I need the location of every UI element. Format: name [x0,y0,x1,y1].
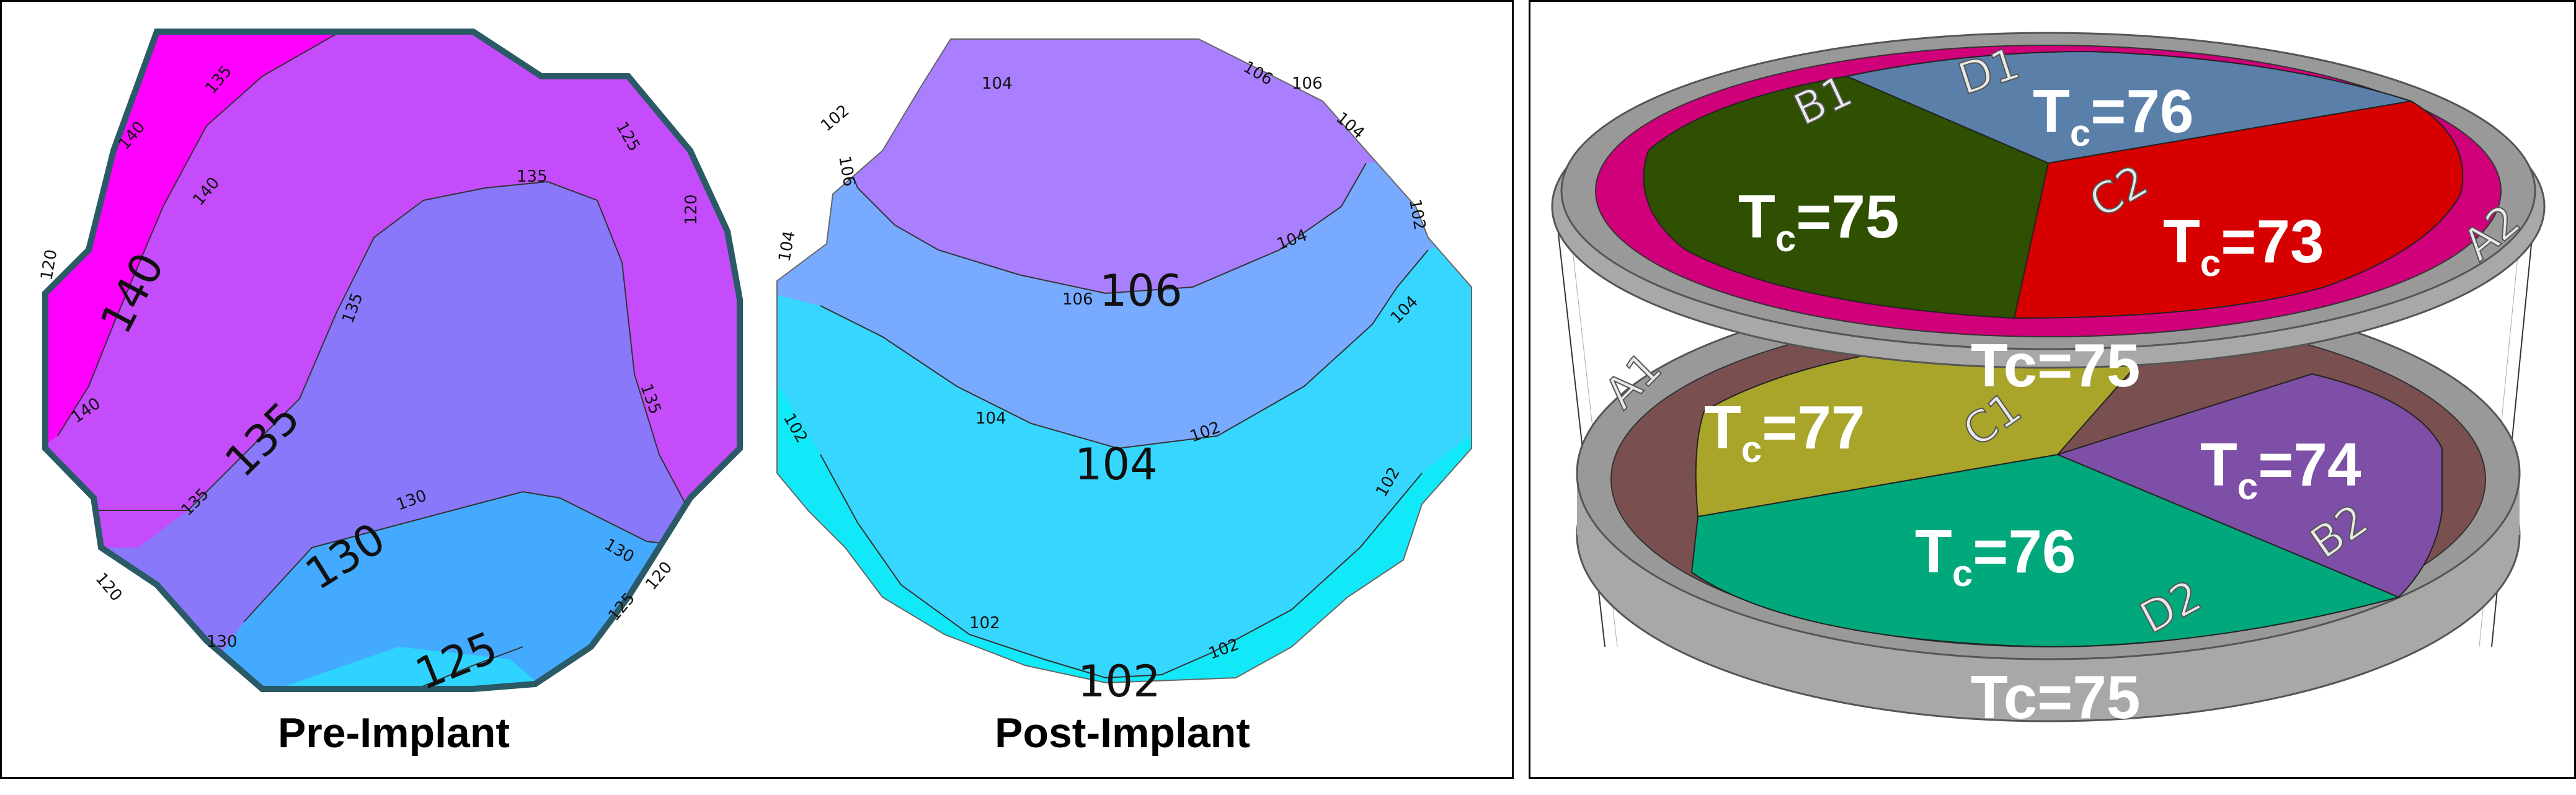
tc-label-d2: Tc=76 [1915,517,2076,594]
tc-label-c2: Tc=73 [2163,207,2324,284]
post-label-102: 102 [1078,656,1161,707]
tc-label-bottom-center: Tc=75 [1971,663,2140,731]
pre-small-label: 120 [92,569,126,605]
post-implant-caption: Post-Implant [995,709,1250,757]
post-label-106: 106 [1099,265,1183,316]
pre-small-label: 120 [682,194,701,225]
post-small-label: 102 [817,101,853,135]
post-small-label: 106 [1062,290,1093,309]
tc-label-b2: Tc=74 [2200,430,2361,507]
post-label-104: 104 [1075,439,1158,490]
tc-label-c1: Tc=77 [1704,393,1865,470]
segment-c2 [2013,100,2464,319]
contour-maps-panel: 140 135 130 125 135 140 140 135 135 135 … [0,0,1514,779]
pre-implant-caption: Pre-Implant [277,709,510,757]
pre-small-label: 135 [517,167,548,186]
post-implant-map [777,39,1472,683]
top-disk: B1 D1 C2 A2 [1551,32,2546,369]
band-135-140 [45,32,740,548]
pre-small-label: 130 [207,633,238,651]
pre-implant-border [42,29,743,692]
tc-label-d1: Tc=76 [2033,77,2194,154]
post-small-label: 104 [775,229,799,263]
thermal-disks-panel: A1 C1 B2 D2 B1 D1 C2 A2 Tc=76 Tc=75 Tc=7… [1529,0,2576,779]
tc-label-b1: Tc=75 [1738,182,1899,259]
segment-d1 [1844,50,2412,164]
post-small-label: 106 [1292,74,1323,93]
tc-label-top-center: Tc=75 [1971,331,2140,399]
band-106 [777,39,1472,293]
post-small-label: 104 [982,74,1013,93]
segment-d2 [1690,453,2401,648]
segment-b1 [1643,75,2050,319]
thermal-disks-svg: A1 C1 B2 D2 B1 D1 C2 A2 Tc=76 Tc=75 Tc=7… [1551,32,2546,731]
segment-b2 [2056,373,2443,598]
contour-maps-svg: 140 135 130 125 135 140 140 135 135 135 … [37,29,1472,707]
pre-small-label: 120 [37,248,61,282]
post-small-label: 106 [835,154,858,188]
post-small-label: 102 [969,614,1000,633]
segment-c1 [1695,349,2152,518]
post-implant-border [776,38,1472,684]
post-small-label: 104 [975,409,1006,428]
